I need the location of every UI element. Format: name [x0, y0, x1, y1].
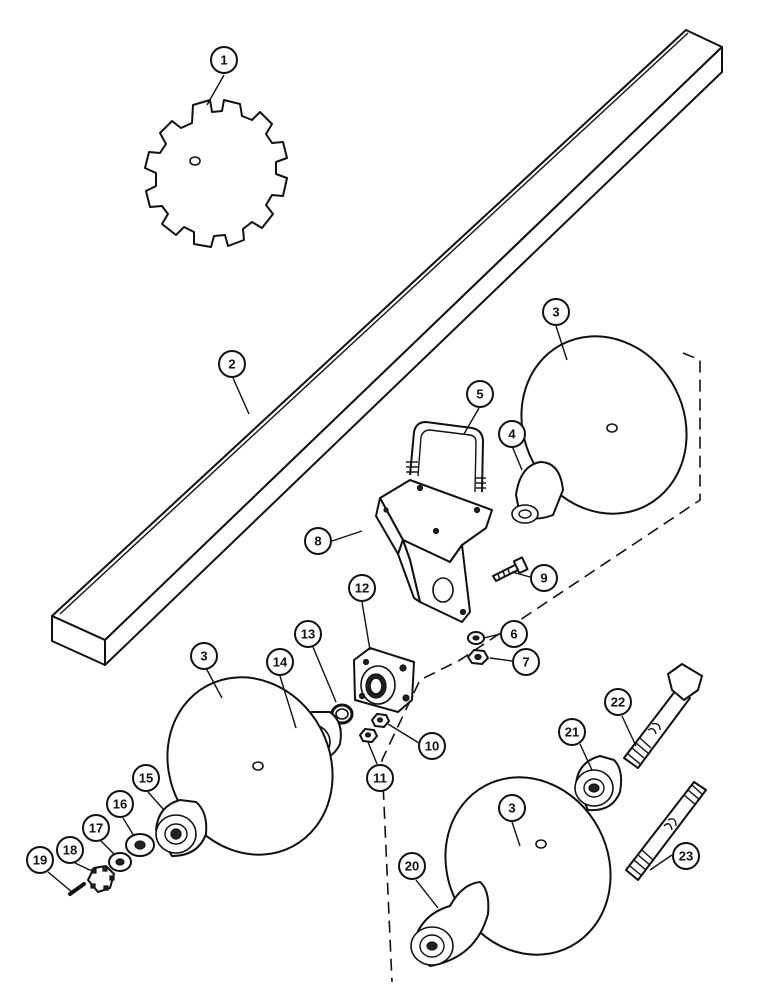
callout-1: 1	[210, 46, 238, 74]
svg-text:16: 16	[113, 797, 127, 812]
callout-22: 22	[604, 688, 632, 716]
svg-text:6: 6	[510, 627, 517, 642]
svg-text:4: 4	[508, 427, 516, 442]
part-washer-17	[108, 852, 132, 872]
part-castle-nut	[87, 865, 115, 893]
svg-text:22: 22	[611, 695, 625, 710]
svg-text:3: 3	[552, 305, 559, 320]
svg-text:23: 23	[679, 849, 693, 864]
part-square-head-bolt	[623, 663, 703, 769]
callout-3-lower-left: 3	[190, 642, 218, 670]
part-nut-10	[371, 713, 390, 728]
callout-7: 7	[512, 648, 540, 676]
callout-21: 21	[558, 718, 586, 746]
svg-text:9: 9	[540, 571, 547, 586]
part-bearing-21	[574, 755, 623, 812]
callout-18: 18	[56, 836, 84, 864]
part-dust-cap	[511, 461, 564, 524]
part-bolt	[492, 556, 529, 582]
callout-8: 8	[304, 527, 332, 555]
part-notched-disc	[144, 99, 288, 248]
part-u-bolt	[406, 421, 486, 493]
svg-text:11: 11	[373, 771, 387, 786]
callout-3-upper: 3	[542, 298, 570, 326]
callout-9: 9	[530, 564, 558, 592]
callout-20: 20	[398, 852, 426, 880]
leader-lines	[47, 74, 673, 909]
callout-3-lower-right: 3	[498, 794, 526, 822]
part-cotter-pin	[68, 882, 86, 896]
assembly-outline	[381, 352, 701, 983]
part-hex-nut-upper	[467, 649, 489, 665]
callout-2: 2	[218, 350, 246, 378]
callout-10: 10	[418, 732, 446, 760]
callout-13: 13	[294, 620, 322, 648]
callout-15: 15	[132, 764, 160, 792]
svg-text:14: 14	[273, 655, 288, 670]
svg-text:2: 2	[228, 357, 235, 372]
callout-14: 14	[266, 648, 294, 676]
callout-19: 19	[26, 846, 54, 874]
svg-text:13: 13	[301, 627, 315, 642]
svg-text:19: 19	[33, 853, 47, 868]
callout-23: 23	[672, 842, 700, 870]
svg-text:3: 3	[200, 649, 207, 664]
callout-16: 16	[106, 790, 134, 818]
svg-text:17: 17	[89, 821, 103, 836]
svg-text:7: 7	[522, 655, 529, 670]
svg-text:12: 12	[355, 581, 369, 596]
part-nut-11	[359, 728, 378, 743]
svg-text:1: 1	[220, 53, 227, 68]
svg-text:8: 8	[314, 534, 321, 549]
svg-text:5: 5	[476, 387, 483, 402]
callout-6: 6	[500, 620, 528, 648]
svg-text:18: 18	[63, 843, 77, 858]
svg-text:20: 20	[405, 859, 419, 874]
callout-4: 4	[498, 420, 526, 448]
svg-text:15: 15	[139, 771, 153, 786]
part-hanger-bracket	[375, 479, 493, 623]
part-washer-16	[125, 833, 155, 857]
part-threaded-rod	[625, 781, 707, 881]
svg-text:3: 3	[508, 801, 515, 816]
svg-text:21: 21	[565, 725, 579, 740]
callout-12: 12	[348, 574, 376, 602]
callout-5: 5	[466, 380, 494, 408]
callout-11: 11	[366, 764, 394, 792]
part-lock-washer	[467, 631, 485, 645]
part-spool-spacer-20	[410, 881, 490, 967]
part-bearing-spacer	[155, 799, 208, 857]
svg-text:10: 10	[425, 739, 439, 754]
part-bearing-flange	[353, 647, 415, 713]
callout-17: 17	[82, 814, 110, 842]
part-disc-upper	[520, 335, 688, 515]
leader-disc-lower-right-visible	[511, 821, 521, 847]
part-square-bar	[51, 29, 723, 666]
